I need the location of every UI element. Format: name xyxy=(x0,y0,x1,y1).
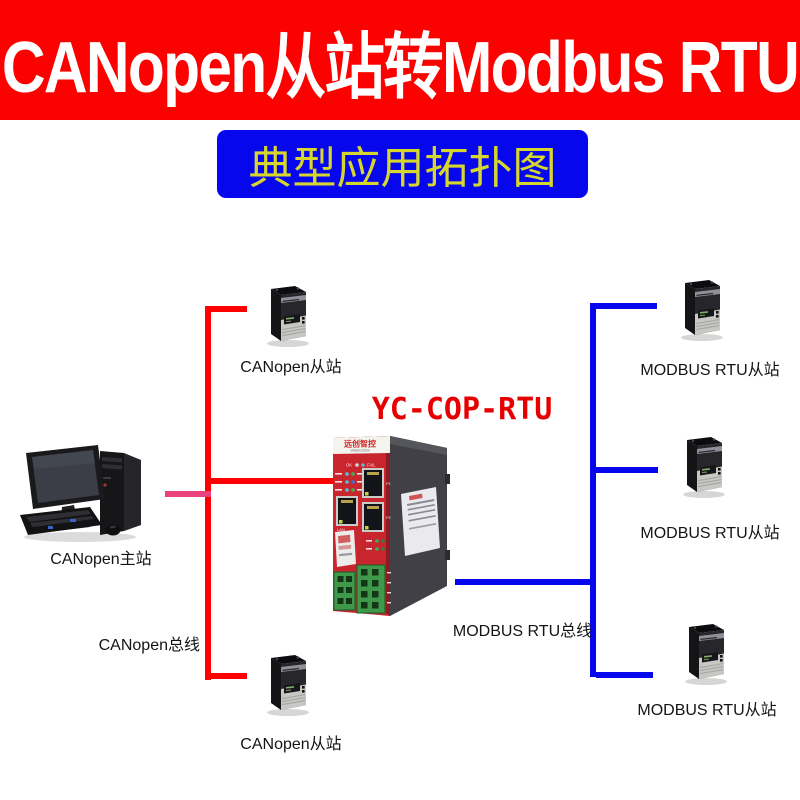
gateway-brand-text: 远创智控 xyxy=(344,439,376,449)
canopen-bus-label: CANopen总线 xyxy=(98,637,200,654)
modbus-slave-bottom-label: MODBUS RTU从站 xyxy=(637,702,777,719)
modbus-slave-top-label: MODBUS RTU从站 xyxy=(640,362,780,379)
canopen-master-pc xyxy=(18,443,150,545)
gateway-illustration: 远创智控 VisionControl OK FAIL P1 xyxy=(333,436,450,616)
gateway-brand-caption: VisionControl xyxy=(351,449,370,453)
canopen-slave-device-bottom xyxy=(262,653,312,717)
modbus-slave-device-top xyxy=(676,278,726,342)
gateway-port-lan-label: LAN xyxy=(337,527,345,532)
canopen-master-label: CANopen主站 xyxy=(50,551,152,568)
modbus-slave-middle-label: MODBUS RTU从站 xyxy=(640,525,780,542)
canopen-slave-device-top xyxy=(262,284,312,348)
gateway-device: 远创智控 VisionControl OK FAIL P1 xyxy=(330,432,450,618)
canopen-bus-lines xyxy=(165,306,336,680)
desktop-computer-illustration xyxy=(20,445,141,542)
modbus-bus-label: MODBUS RTU总线 xyxy=(452,623,593,640)
subtitle-banner: 典型应用拓扑图 xyxy=(217,130,588,198)
gateway-model-label: YC-COP-RTU xyxy=(371,392,553,427)
page-title: CANopen从站转Modbus RTU xyxy=(1,27,800,108)
modbus-slave-device-bottom xyxy=(680,622,730,686)
title-banner: CANopen从站转Modbus RTU xyxy=(0,0,800,120)
canopen-slave-bottom-label: CANopen从站 xyxy=(240,736,342,753)
gateway-led-ok-label: OK xyxy=(346,463,352,468)
gateway-port-p1-label: P1 xyxy=(386,481,392,486)
gateway-port-p2-label: P2 xyxy=(386,515,392,520)
modbus-bus-lines xyxy=(455,303,658,678)
gateway-led-fail-label: FAIL xyxy=(367,463,376,468)
subtitle-text: 典型应用拓扑图 xyxy=(248,144,557,193)
modbus-slave-device-middle xyxy=(678,435,728,499)
canopen-slave-top-label: CANopen从站 xyxy=(240,359,342,376)
